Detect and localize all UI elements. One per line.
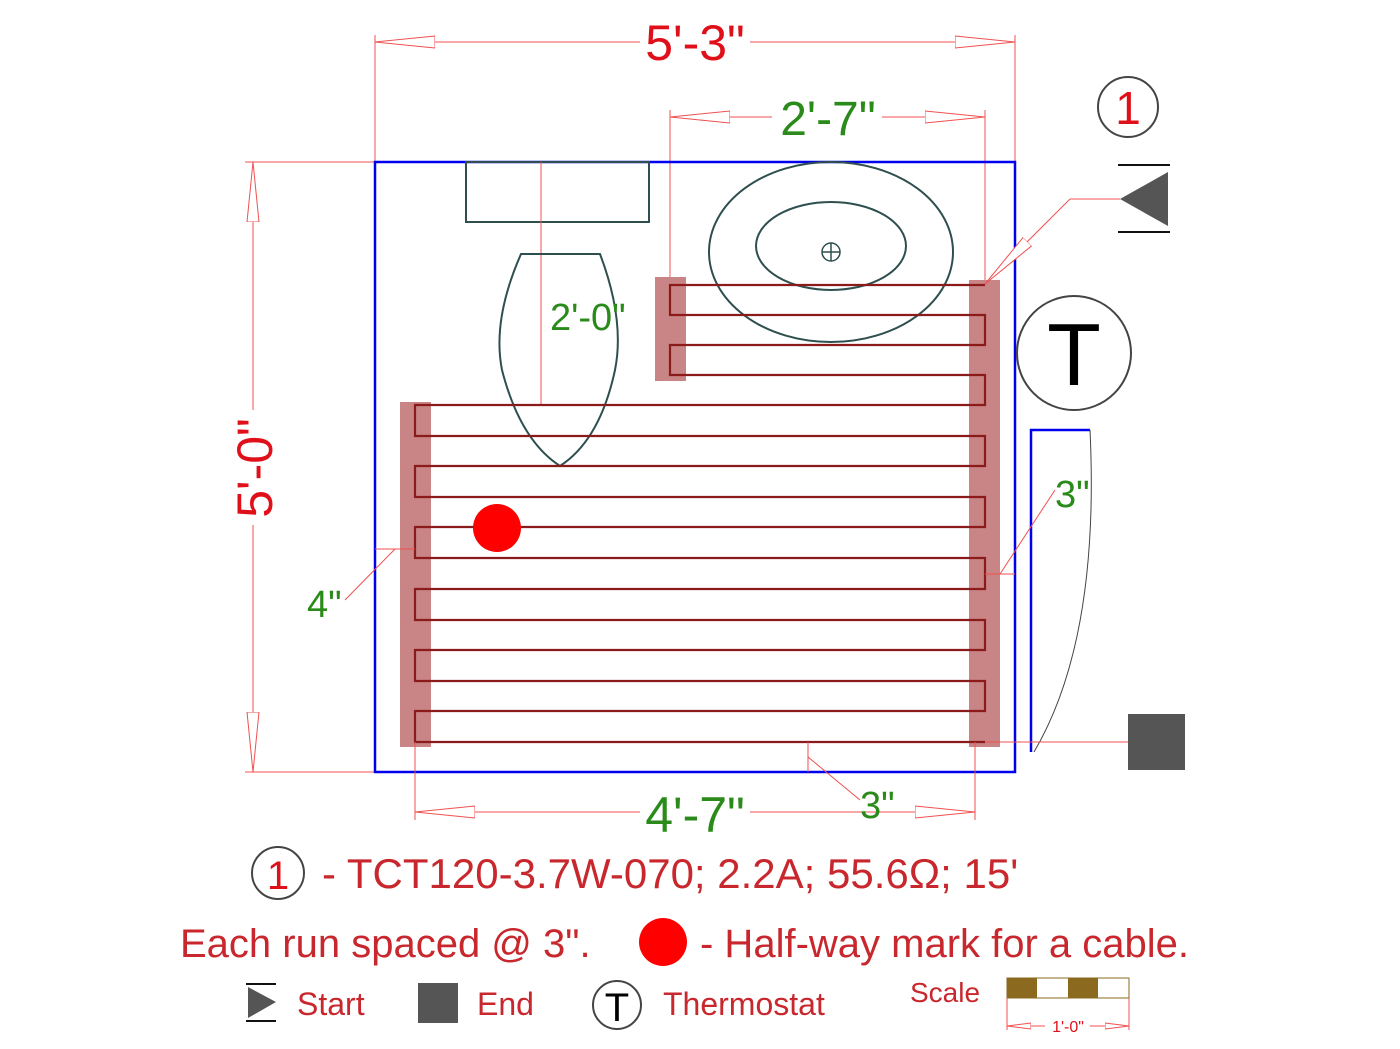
dimension-label: 4" (307, 584, 342, 626)
legend-cable-tag: 1 (267, 854, 289, 898)
legend-halfway-icon (639, 918, 687, 966)
dimension-label: 4'-7" (645, 787, 745, 843)
end-icon (1128, 714, 1185, 770)
legend-spacing-note: Each run spaced @ 3". (180, 922, 591, 966)
room-wall (373, 160, 1017, 774)
legend-thermostat-letter: T (605, 986, 629, 1030)
legend: 1 - TCT120-3.7W-070; 2.2A; 55.6Ω; 15' Ea… (180, 846, 1189, 1036)
toilet-bowl (498, 253, 619, 468)
end-marker (985, 714, 1185, 770)
heating-cable (413, 283, 987, 744)
dimension-sink-width: 2'-7" (669, 93, 986, 285)
dimension-bottom-offset: 3" (807, 742, 895, 827)
start-icon (1120, 172, 1168, 226)
legend-scale-label: Scale (910, 977, 980, 1008)
dimension-toilet-clearance: 2'-0" (550, 297, 626, 339)
cable-tag-number: 1 (1115, 82, 1141, 134)
legend-end-label: End (477, 986, 534, 1022)
dimension-label: 2'-7" (780, 93, 876, 146)
dimension-heated-width: 4'-7" (414, 742, 976, 843)
legend-halfway-note: - Half-way mark for a cable. (700, 922, 1189, 966)
start-marker (985, 164, 1170, 284)
legend-thermostat-icon (592, 980, 642, 1030)
legend-cable-spec: - TCT120-3.7W-070; 2.2A; 55.6Ω; 15' (322, 850, 1018, 897)
door (1029, 428, 1092, 753)
cable-tag: 1 (1097, 76, 1159, 138)
thermostat-letter: T (1047, 305, 1101, 404)
dimension-right-offset: 3" (985, 474, 1090, 575)
thermostat-symbol: T (1016, 295, 1132, 411)
dimension-label: 3" (1055, 474, 1090, 516)
legend-cable-tag-circle (251, 846, 305, 900)
halfway-mark (473, 504, 521, 552)
dimension-overall-height: 5'-0" (227, 161, 375, 773)
legend-end-icon (418, 983, 458, 1023)
dimension-label: 5'-3" (645, 15, 745, 71)
cable-band-left (400, 402, 431, 747)
dimension-left-offset: 4" (307, 548, 415, 626)
legend-scale-value: 1'-0" (1052, 1019, 1084, 1036)
dimension-overall-width: 5'-3" (374, 15, 1016, 162)
toilet-tank (465, 161, 650, 223)
scale-bar: 1'-0" (1006, 977, 1130, 1036)
sink (708, 161, 954, 343)
dimension-label: 3" (860, 785, 895, 827)
dimension-label: 5'-0" (227, 418, 283, 518)
legend-start-label: Start (297, 986, 365, 1022)
legend-thermostat-label: Thermostat (663, 986, 825, 1022)
legend-start-icon (248, 987, 276, 1018)
